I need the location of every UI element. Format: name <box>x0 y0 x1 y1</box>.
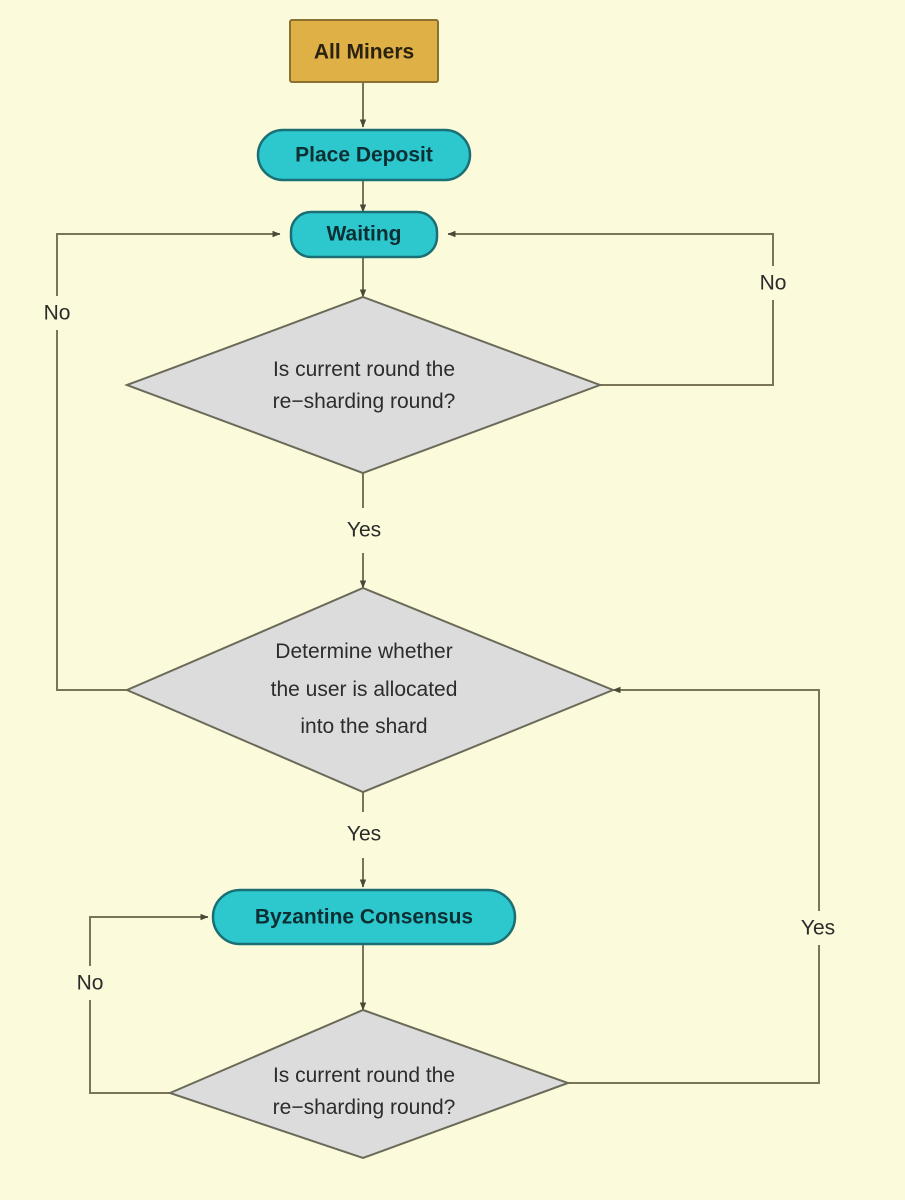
node-place-deposit[interactable] <box>256 128 472 182</box>
edge-decision-top-no-to-waiting <box>447 230 774 386</box>
node-waiting-label: Waiting <box>326 223 401 246</box>
edge-label-yes-middle: Yes <box>347 823 381 846</box>
node-decision-resharding-bottom-line2: re−sharding round? <box>273 1096 456 1119</box>
edge-label-yes-top: Yes <box>347 519 381 542</box>
edge-label-bg-yes-right-bottom <box>792 911 848 945</box>
node-decision-allocated-line1: Determine whether <box>275 640 452 663</box>
node-decision-resharding-top-line1: Is current round the <box>273 358 455 381</box>
edge-label-no-left-top: No <box>44 302 71 325</box>
edge-label-yes-right-bottom: Yes <box>801 917 835 940</box>
node-decision-resharding-top-line2: re−sharding round? <box>273 390 456 413</box>
node-decision-allocated-line3: into the shard <box>300 715 427 738</box>
node-byzantine-consensus[interactable] <box>211 888 517 946</box>
edge-label-bg-yes-middle <box>336 818 392 852</box>
node-decision-resharding-bottom[interactable] <box>167 1008 571 1160</box>
node-decision-resharding-bottom-line1: Is current round the <box>273 1064 455 1087</box>
node-waiting[interactable] <box>289 210 439 259</box>
node-all-miners[interactable] <box>289 19 439 83</box>
node-decision-allocated-line2: the user is allocated <box>271 678 458 701</box>
node-place-deposit-label: Place Deposit <box>295 144 433 167</box>
node-decision-resharding-top[interactable] <box>124 295 603 475</box>
edge-decision-allocated-no-to-waiting <box>56 230 281 691</box>
edge-label-bg-yes-top <box>336 514 392 548</box>
edge-label-no-bottom-left: No <box>77 972 104 995</box>
edge-label-bg-no-right-top <box>752 266 796 300</box>
node-decision-allocated[interactable] <box>124 586 616 794</box>
edge-label-no-right-top: No <box>760 272 787 295</box>
edge-label-bg-no-bottom-left <box>69 966 113 1000</box>
node-byzantine-consensus-label: Byzantine Consensus <box>255 906 473 929</box>
edge-label-bg-no-left-top <box>36 296 80 330</box>
edge-decision-bottom-yes-to-decision-allocated <box>568 686 820 1084</box>
edge-decision-bottom-no-to-byzantine <box>89 913 209 1094</box>
node-all-miners-label: All Miners <box>314 41 414 64</box>
